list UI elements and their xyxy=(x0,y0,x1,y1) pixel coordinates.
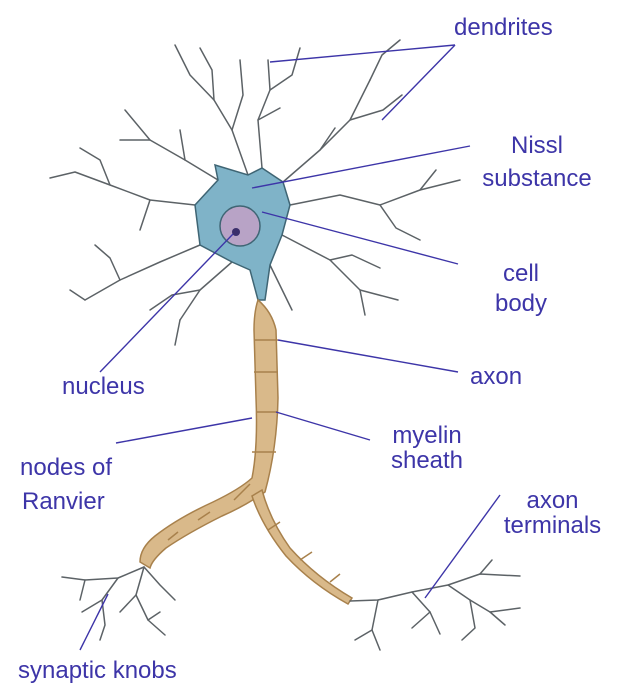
label-sheath: sheath xyxy=(368,449,486,473)
axon-terminals xyxy=(62,560,520,650)
label-axon-terminals-2: terminals xyxy=(490,514,615,538)
leader-knobs xyxy=(80,594,108,650)
nucleus xyxy=(220,206,260,246)
leader-nucleus xyxy=(100,234,233,372)
label-body: body xyxy=(462,292,580,316)
leader-nodes xyxy=(116,418,252,443)
label-substance: substance xyxy=(462,167,612,191)
label-axon-terminals-1: axon xyxy=(490,489,615,513)
label-nucleus: nucleus xyxy=(62,375,145,399)
leader-cell-body xyxy=(262,212,458,264)
label-myelin: myelin xyxy=(368,424,486,448)
leader-dendrites-2 xyxy=(382,45,455,120)
leader-axon xyxy=(278,340,458,372)
label-ranvier: Ranvier xyxy=(22,490,105,514)
leader-myelin xyxy=(276,412,370,440)
label-axon: axon xyxy=(470,365,522,389)
leader-nissl xyxy=(252,146,470,188)
label-nissl: Nissl xyxy=(462,134,612,158)
myelin-sheath xyxy=(140,300,352,604)
leader-terminals xyxy=(425,495,500,598)
label-dendrites: dendrites xyxy=(454,16,553,40)
label-nodes-of: nodes of xyxy=(20,456,112,480)
label-synaptic-knobs: synaptic knobs xyxy=(18,659,177,683)
label-cell: cell xyxy=(462,262,580,286)
